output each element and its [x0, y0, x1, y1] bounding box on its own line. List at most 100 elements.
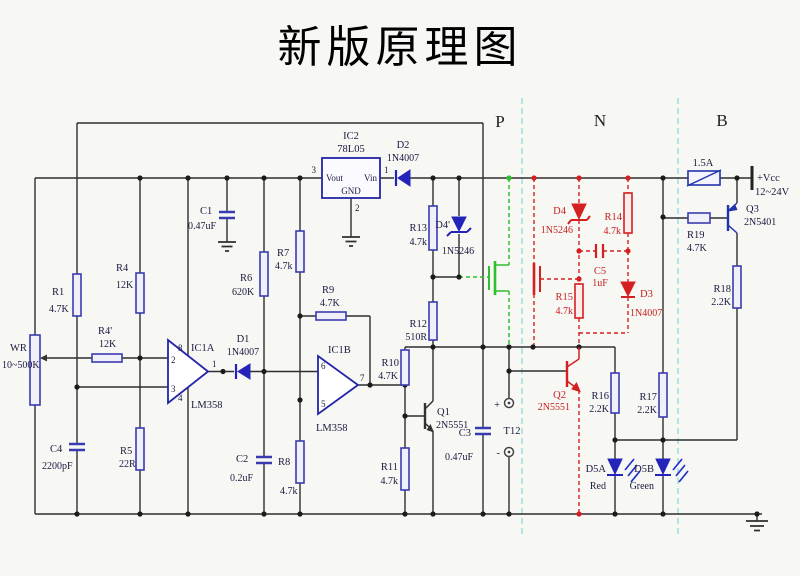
- mosfet-green-icon: [488, 261, 509, 295]
- ground-icon: [342, 236, 360, 247]
- svg-text:2.2K: 2.2K: [589, 404, 610, 415]
- svg-text:2: 2: [171, 355, 176, 365]
- svg-text:4.7K: 4.7K: [378, 371, 399, 382]
- resistor-r14: R14 4.7k: [604, 192, 633, 237]
- svg-text:D2: D2: [397, 140, 410, 151]
- resistor-r9: R9 4.7K: [315, 285, 347, 321]
- svg-text:Q1: Q1: [437, 407, 450, 418]
- svg-text:1N4007: 1N4007: [387, 153, 419, 164]
- svg-text:2.2K: 2.2K: [637, 405, 658, 416]
- svg-text:LM358: LM358: [191, 400, 223, 411]
- svg-text:1: 1: [212, 359, 217, 369]
- zener-d4: D4 1N5246: [541, 203, 591, 236]
- svg-text:IC1B: IC1B: [328, 345, 351, 356]
- svg-text:4.7k: 4.7k: [556, 306, 574, 317]
- resistor-r1: R1 4.7K: [49, 273, 82, 317]
- svg-text:Q2: Q2: [553, 390, 566, 401]
- svg-text:2N5401: 2N5401: [744, 217, 776, 228]
- wr-value: 10~500K: [2, 360, 40, 371]
- resistor-r5: R5 22R: [119, 427, 145, 471]
- resistor-r19: R19 4.7K: [687, 212, 711, 254]
- region-boundary-lines: [521, 98, 679, 534]
- svg-text:R12: R12: [409, 319, 427, 330]
- region-label-b: B: [716, 111, 727, 130]
- circuit-wires: [34, 122, 762, 521]
- svg-text:1N5246: 1N5246: [442, 246, 474, 257]
- svg-text:4: 4: [178, 393, 183, 403]
- svg-text:4.7K: 4.7K: [320, 298, 341, 309]
- resistor-r11: R11 4.7k: [381, 447, 410, 491]
- svg-text:IC1A: IC1A: [191, 343, 215, 354]
- ground-icon: [746, 520, 768, 532]
- svg-text:0.2uF: 0.2uF: [230, 473, 254, 484]
- resistor-r18: R18 2.2K: [711, 265, 742, 309]
- svg-text:4.7K: 4.7K: [687, 243, 708, 254]
- junction-dots: [74, 175, 760, 517]
- resistor-r8: R8 4.7k: [278, 440, 305, 497]
- vcc-range: 12~24V: [755, 187, 790, 198]
- svg-text:R15: R15: [555, 292, 573, 303]
- svg-text:1N4007: 1N4007: [630, 308, 662, 319]
- svg-text:4.7k: 4.7k: [410, 237, 428, 248]
- svg-text:2.2K: 2.2K: [711, 297, 732, 308]
- opamp-ic1b: IC1B 6 5 7 LM358: [316, 345, 365, 434]
- led-d5b: D5B Green: [630, 458, 689, 492]
- svg-text:4.7k: 4.7k: [604, 226, 622, 237]
- svg-text:D4: D4: [553, 206, 567, 217]
- svg-text:R18: R18: [713, 284, 731, 295]
- green-junction-dots: [506, 175, 512, 181]
- svg-text:4.7k: 4.7k: [381, 476, 399, 487]
- transistor-q3: Q3 2N5401: [726, 202, 776, 234]
- svg-text:620K: 620K: [232, 287, 255, 298]
- wr-label: WR: [10, 343, 27, 354]
- mosfet-red-icon: [532, 263, 541, 295]
- led-d5a: D5A Red: [586, 458, 641, 492]
- svg-text:R16: R16: [591, 391, 609, 402]
- svg-text:12K: 12K: [99, 339, 117, 350]
- svg-text:R4': R4': [98, 326, 112, 337]
- vcc-label: +Vcc: [757, 173, 780, 184]
- capacitor-c4: C4 2200pF: [42, 442, 85, 472]
- terminal-t12: + T12 -: [494, 397, 520, 459]
- transistor-q2: Q2 2N5551: [538, 347, 581, 413]
- svg-text:2N5551: 2N5551: [436, 420, 468, 431]
- capacitor-c5: C5 1uF: [592, 244, 608, 289]
- resistor-r4: R4 12K: [116, 263, 145, 314]
- svg-text:R8: R8: [278, 457, 290, 468]
- t12-minus: -: [497, 448, 501, 459]
- svg-text:C3: C3: [459, 428, 471, 439]
- svg-text:R9: R9: [322, 285, 334, 296]
- capacitor-c2: C2 0.2uF: [230, 454, 272, 484]
- svg-text:IC2: IC2: [343, 131, 359, 142]
- resistor-r7: R7 4.7k: [275, 230, 305, 273]
- page-title: 新版原理图: [278, 23, 523, 72]
- svg-text:12K: 12K: [116, 280, 134, 291]
- svg-text:2200pF: 2200pF: [42, 461, 73, 472]
- svg-text:Vout: Vout: [326, 173, 343, 183]
- svg-text:3: 3: [171, 384, 176, 394]
- svg-text:2: 2: [355, 203, 360, 213]
- resistor-r15: R15 4.7k: [555, 283, 584, 319]
- svg-text:0.47uF: 0.47uF: [445, 452, 474, 463]
- svg-text:22R: 22R: [119, 459, 136, 470]
- svg-text:D5A: D5A: [586, 464, 607, 475]
- resistor-r16: R16 2.2K: [589, 372, 620, 415]
- t12-plus: +: [494, 400, 500, 411]
- resistor-r6: R6 620K: [232, 251, 269, 298]
- svg-text:D4': D4': [435, 220, 450, 231]
- zener-d4-prime: D4' 1N5246: [435, 216, 474, 257]
- svg-text:D3: D3: [640, 289, 653, 300]
- svg-text:510R: 510R: [405, 332, 427, 343]
- red-junction-dots: [531, 175, 631, 517]
- svg-text:1uF: 1uF: [592, 278, 608, 289]
- resistor-r4-prime: R4' 12K: [91, 326, 123, 363]
- region-label-n: N: [594, 111, 606, 130]
- supply-terminal: +Vcc 12~24V: [750, 166, 790, 198]
- svg-text:C4: C4: [50, 444, 63, 455]
- capacitor-c1: C1 0.47uF: [188, 206, 235, 232]
- svg-text:R19: R19: [687, 230, 705, 241]
- svg-text:R14: R14: [604, 212, 622, 223]
- svg-text:Red: Red: [590, 481, 606, 492]
- fuse: 1.5A: [686, 158, 722, 187]
